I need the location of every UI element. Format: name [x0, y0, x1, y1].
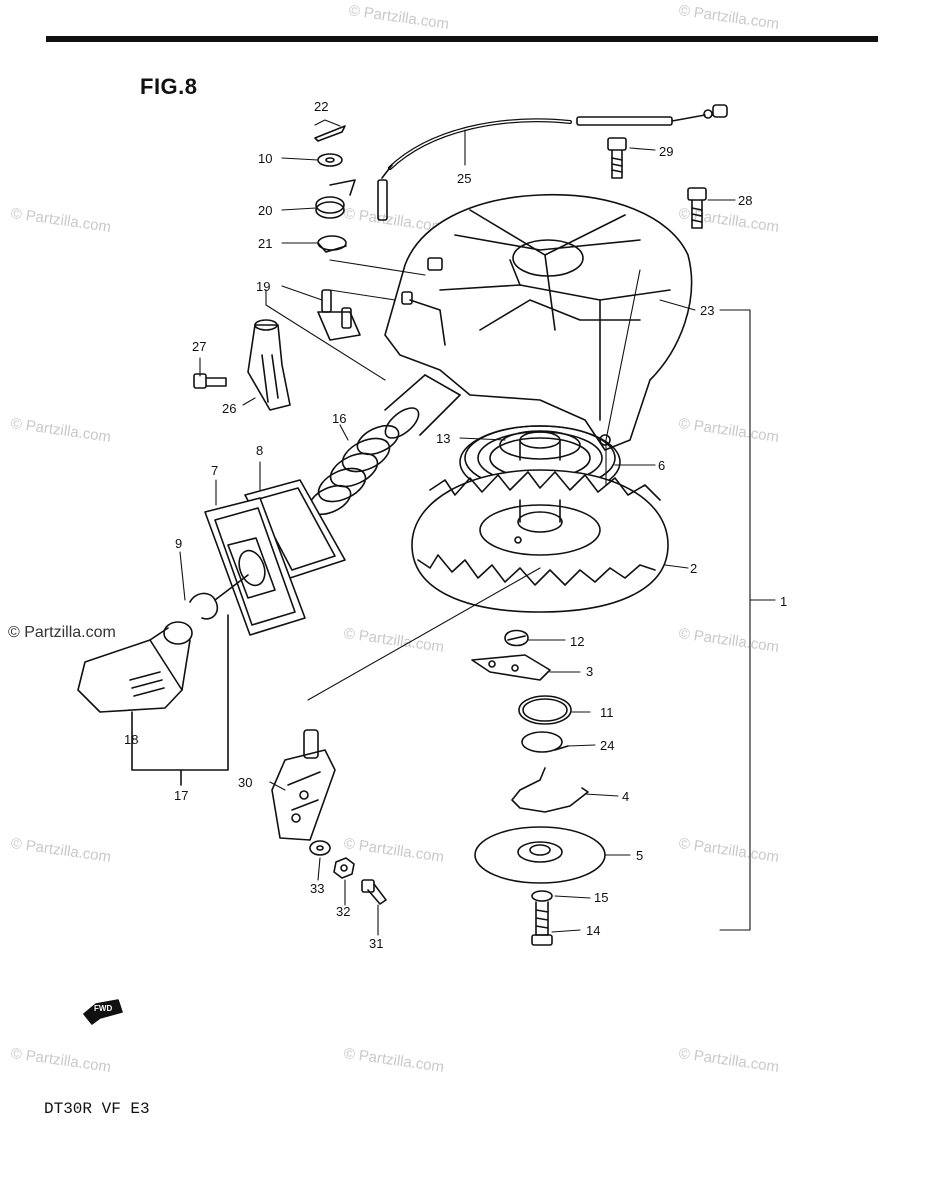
callout-23: 23 [700, 303, 715, 318]
callout-31: 31 [369, 936, 384, 951]
leader-lines [179, 119, 776, 936]
washer-10 [317, 153, 343, 167]
clip-12 [504, 629, 529, 647]
callout-29: 29 [659, 144, 674, 159]
clip-24 [521, 731, 569, 753]
pin-22 [314, 125, 346, 142]
fwd-indicator: FWD [82, 1000, 122, 1022]
bolt-28 [687, 187, 707, 229]
callout-20: 20 [258, 203, 273, 218]
callout-1: 1 [780, 594, 788, 609]
callout-13: 13 [436, 431, 451, 446]
nut-32 [333, 857, 355, 879]
collar-20 [315, 179, 356, 219]
callout-5: 5 [636, 848, 644, 863]
starter-housing [384, 193, 693, 451]
ring-11 [518, 695, 572, 725]
fwd-label: FWD [94, 1004, 113, 1013]
pawl-3 [471, 654, 551, 681]
callout-30: 30 [238, 775, 253, 790]
spring-16 [308, 424, 400, 516]
callout-25: 25 [457, 171, 472, 186]
bolt-14 [531, 901, 553, 946]
figure-title: FIG.8 [140, 74, 198, 99]
callout-19: 19 [256, 279, 271, 294]
callout-28: 28 [738, 193, 753, 208]
callout-17: 17 [174, 788, 189, 803]
callout-8: 8 [256, 443, 264, 458]
washer-15 [531, 890, 553, 902]
spring-4 [511, 767, 589, 813]
bracket-17-line [131, 614, 229, 771]
plate-5 [474, 826, 606, 884]
callout-10: 10 [258, 151, 273, 166]
callout-27: 27 [192, 339, 207, 354]
clip-21 [317, 235, 347, 253]
callout-18: 18 [124, 732, 139, 747]
callout-14: 14 [586, 923, 601, 938]
callout-11: 11 [600, 705, 614, 720]
callout-7: 7 [211, 463, 219, 478]
callout-3: 3 [586, 664, 594, 679]
choke-cable [377, 104, 728, 221]
handle-18 [77, 621, 193, 713]
plate-7 [204, 497, 306, 636]
watermark: © Partzilla.com [8, 624, 116, 641]
callout-4: 4 [622, 789, 630, 804]
top-border [46, 36, 878, 42]
callout-9: 9 [175, 536, 183, 551]
callout-33: 33 [310, 881, 325, 896]
bolt-27 [193, 373, 227, 389]
callout-21: 21 [258, 236, 273, 251]
callout-32: 32 [336, 904, 351, 919]
callout-16: 16 [332, 411, 347, 426]
rope-9 [189, 574, 249, 620]
callout-12: 12 [570, 634, 585, 649]
callout-24: 24 [600, 738, 615, 753]
callout-2: 2 [690, 561, 698, 576]
bracket-19 [317, 289, 361, 341]
bolt-29 [607, 137, 627, 179]
callout-6: 6 [658, 458, 666, 473]
reel-2 [411, 469, 669, 613]
callout-15: 15 [594, 890, 609, 905]
bolt-31 [361, 879, 387, 905]
washer-33 [309, 840, 331, 856]
guide-30 [271, 729, 336, 841]
callout-22: 22 [314, 99, 329, 114]
callout-26: 26 [222, 401, 237, 416]
fwd-arrow [83, 999, 123, 1025]
model-code: DT30R VF E3 [44, 1100, 150, 1118]
guide-26 [247, 319, 291, 411]
